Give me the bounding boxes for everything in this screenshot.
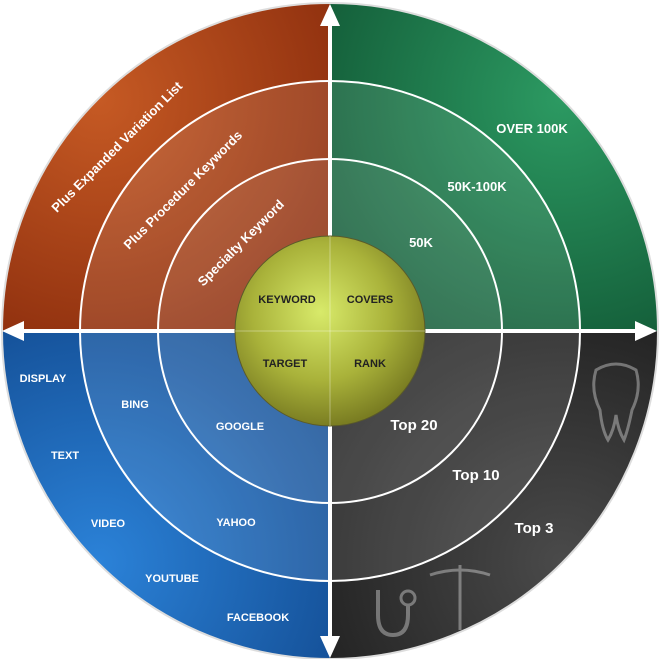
center-covers-label: COVERS	[347, 294, 393, 306]
rank-ring-2-label: Top 10	[452, 467, 499, 484]
target-google-label: GOOGLE	[216, 421, 264, 433]
caduceus-icon	[429, 565, 491, 630]
arrow-up-icon	[320, 4, 340, 26]
covers-ring-1-label: 50K	[409, 235, 433, 250]
target-facebook-label: FACEBOOK	[227, 612, 289, 624]
center-keyword-label: KEYWORD	[258, 294, 316, 306]
target-display-label: DISPLAY	[20, 373, 67, 385]
stethoscope-icon	[376, 589, 417, 638]
tooth-icon	[592, 362, 640, 444]
target-yahoo-label: YAHOO	[216, 517, 256, 529]
center-rank-label: RANK	[354, 358, 386, 370]
target-youtube-label: YOUTUBE	[145, 573, 199, 585]
arrow-right-icon	[635, 321, 657, 341]
covers-ring-2-label: 50K-100K	[447, 179, 507, 194]
target-video-label: VIDEO	[91, 518, 126, 530]
target-bing-label: BING	[121, 399, 149, 411]
center-target-label: TARGET	[263, 358, 308, 370]
center-sphere	[234, 235, 426, 427]
rank-ring-1-label: Top 20	[390, 417, 437, 434]
arrow-left-icon	[2, 321, 24, 341]
target-text-label: TEXT	[51, 450, 79, 462]
arrow-down-icon	[320, 636, 340, 658]
covers-ring-3-label: OVER 100K	[496, 121, 568, 136]
rank-ring-3-label: Top 3	[515, 520, 554, 537]
